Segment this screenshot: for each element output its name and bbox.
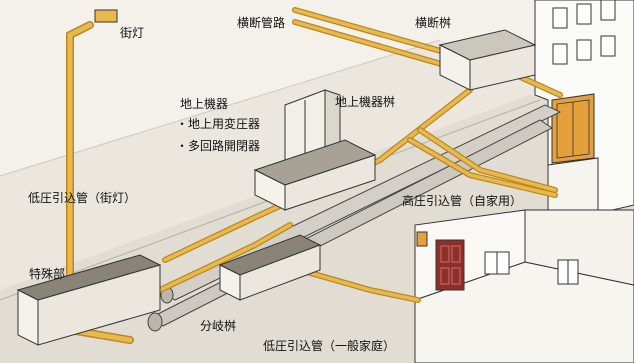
label-hv-service: 高圧引込管（自家用） <box>402 194 523 208</box>
house <box>414 209 634 363</box>
panel-stand <box>547 157 599 216</box>
ground-equipment-pit <box>253 139 377 211</box>
label-street-light: 街灯 <box>120 26 145 40</box>
label-ground-transformer: ・地上用変圧器 <box>176 117 261 131</box>
meter-box <box>416 231 428 247</box>
electrical-panel <box>551 93 595 164</box>
label-branch-pit: 分岐桝 <box>200 319 237 333</box>
street-light-icon <box>94 9 118 23</box>
label-lv-service-streetlight: 低圧引込管（街灯） <box>28 191 137 205</box>
special-section-pit <box>16 254 162 346</box>
branch-pit <box>218 234 322 301</box>
label-lv-service-home: 低圧引込管（一般家庭） <box>263 339 396 353</box>
label-special-section: 特殊部 <box>29 267 66 281</box>
label-multi-switch: ・多回路開閉器 <box>176 139 261 153</box>
crossing-pit <box>438 29 537 91</box>
label-ground-equipment: 地上機器 <box>180 97 229 111</box>
label-crossing-pipe: 横断管路 <box>237 16 286 30</box>
label-crossing-pit: 横断桝 <box>415 16 452 30</box>
label-ground-equipment-pit: 地上機器桝 <box>335 95 396 109</box>
